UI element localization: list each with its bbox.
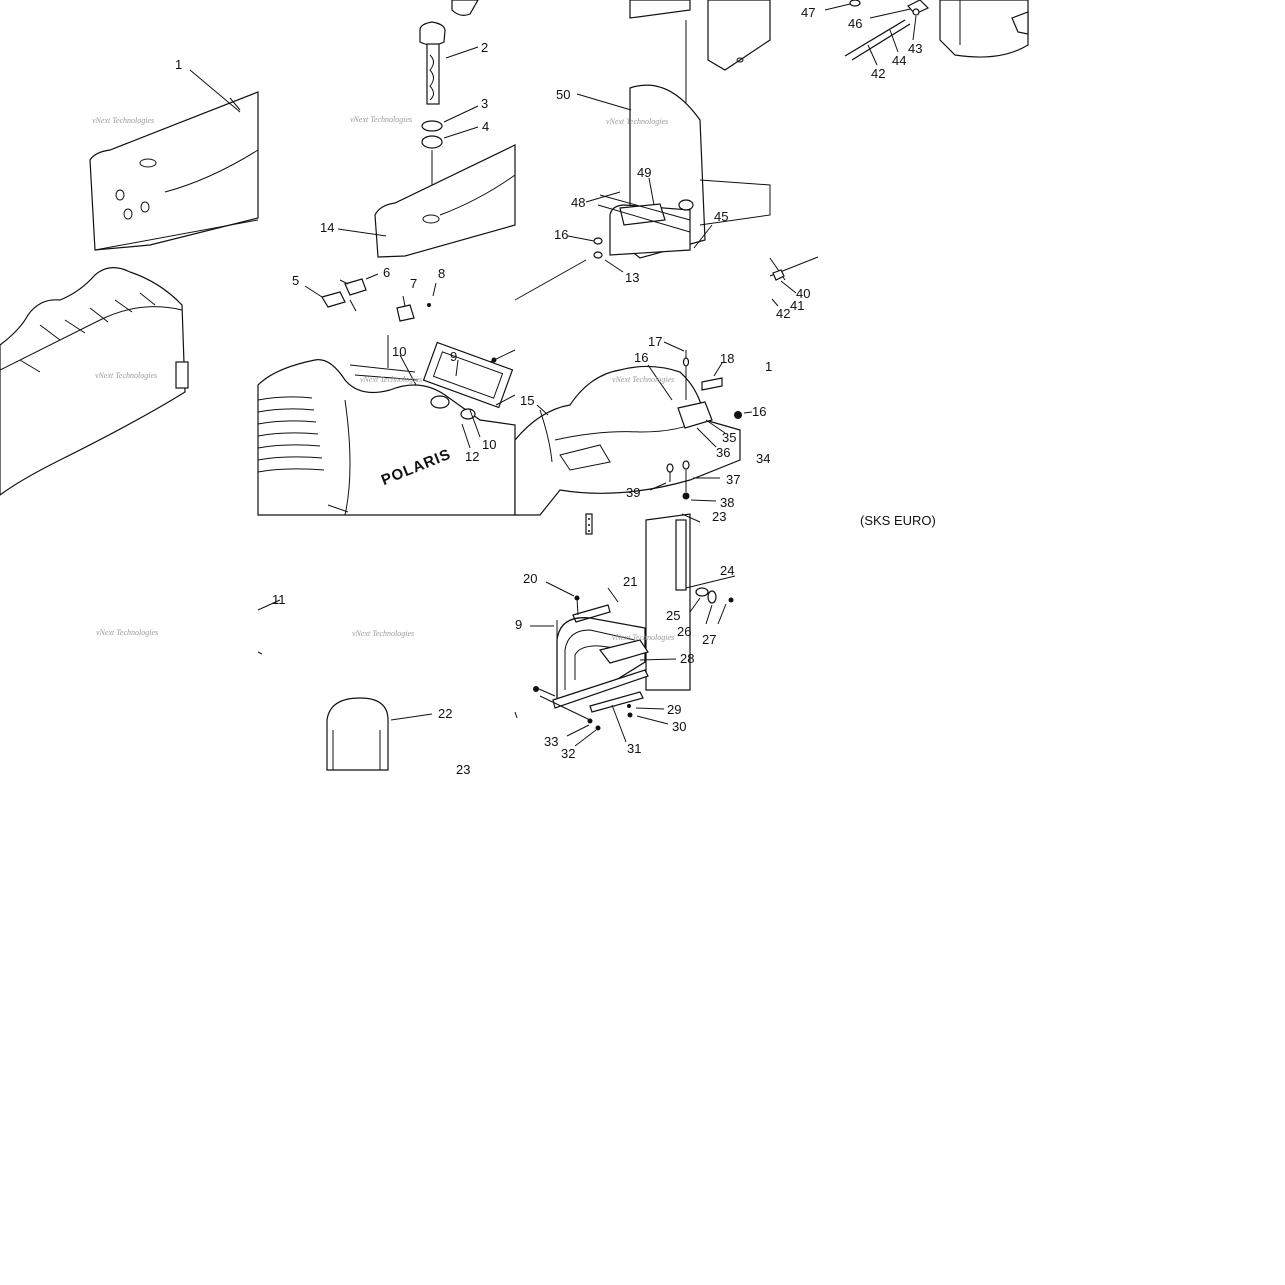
rear-rack-part	[514, 513, 736, 747]
callout-16-mid: 16	[634, 350, 648, 365]
callout-10-top: 10	[392, 344, 406, 359]
callout-2: 2	[481, 40, 488, 55]
watermark: vNext Technologies	[352, 629, 414, 638]
callout-49: 49	[637, 165, 651, 180]
callout-50: 50	[556, 87, 570, 102]
callout-17: 17	[648, 334, 662, 349]
callout-5: 5	[292, 273, 299, 288]
watermark: vNext Technologies	[360, 375, 422, 384]
callout-23-top: 23	[712, 509, 726, 524]
callout-23-bottom: 23	[456, 762, 470, 777]
callout-46: 46	[848, 16, 862, 31]
callout-38: 38	[720, 495, 734, 510]
callout-6: 6	[383, 265, 390, 280]
tail-cover-part	[89, 69, 259, 251]
callout-13: 13	[625, 270, 639, 285]
seat-cushion-part	[0, 267, 189, 496]
callout-9-bottom: 9	[515, 617, 522, 632]
watermark: vNext Technologies	[612, 375, 674, 384]
tail-light-harness	[824, 0, 1029, 66]
watermark: vNext Technologies	[95, 371, 157, 380]
retainer-clips	[304, 273, 437, 322]
callout-36: 36	[716, 445, 730, 460]
callout-45: 45	[714, 209, 728, 224]
callout-20: 20	[523, 571, 537, 586]
callout-16-top: 16	[554, 227, 568, 242]
callout-3: 3	[481, 96, 488, 111]
watermark: vNext Technologies	[606, 117, 668, 126]
watermark: vNext Technologies	[612, 633, 674, 642]
callout-33: 33	[544, 734, 558, 749]
callout-42-top: 42	[871, 66, 885, 81]
snowflap-part	[514, 0, 771, 301]
callout-28: 28	[680, 651, 694, 666]
callout-16-right: 16	[752, 404, 766, 419]
variant-note: (SKS EURO)	[860, 513, 936, 528]
callout-4: 4	[482, 119, 489, 134]
callout-40: 40	[796, 286, 810, 301]
callout-8: 8	[438, 266, 445, 281]
callout-39: 39	[626, 485, 640, 500]
callout-7: 7	[410, 276, 417, 291]
callout-43: 43	[908, 41, 922, 56]
callout-18: 18	[720, 351, 734, 366]
callout-11: 11	[272, 592, 286, 607]
callout-35: 35	[722, 430, 736, 445]
watermark: vNext Technologies	[96, 628, 158, 637]
watermark: vNext Technologies	[92, 116, 154, 125]
callout-1: 1	[175, 57, 182, 72]
callout-22: 22	[438, 706, 452, 721]
callout-44: 44	[892, 53, 906, 68]
callout-41: 41	[790, 298, 804, 313]
tank-cover-part	[337, 144, 516, 258]
seat-part	[257, 335, 516, 655]
callout-1-right: 1	[765, 359, 772, 374]
callout-30: 30	[672, 719, 686, 734]
callout-42-mid: 42	[776, 306, 790, 321]
callout-37: 37	[726, 472, 740, 487]
callout-29: 29	[667, 702, 681, 717]
callout-24: 24	[720, 563, 734, 578]
callout-12: 12	[465, 449, 479, 464]
callout-14: 14	[320, 220, 334, 235]
callout-27: 27	[702, 632, 716, 647]
callout-34: 34	[756, 451, 770, 466]
backrest-part	[326, 697, 433, 771]
callout-9-top: 9	[450, 349, 457, 364]
callout-48: 48	[571, 195, 585, 210]
callout-25: 25	[666, 608, 680, 623]
watermark: vNext Technologies	[350, 115, 412, 124]
callout-15: 15	[520, 393, 534, 408]
callout-26: 26	[677, 624, 691, 639]
rear-bumper-part	[514, 256, 819, 516]
callout-47: 47	[801, 5, 815, 20]
callout-31: 31	[627, 741, 641, 756]
callout-10-bottom: 10	[482, 437, 496, 452]
callout-21: 21	[623, 574, 637, 589]
callout-32: 32	[561, 746, 575, 761]
